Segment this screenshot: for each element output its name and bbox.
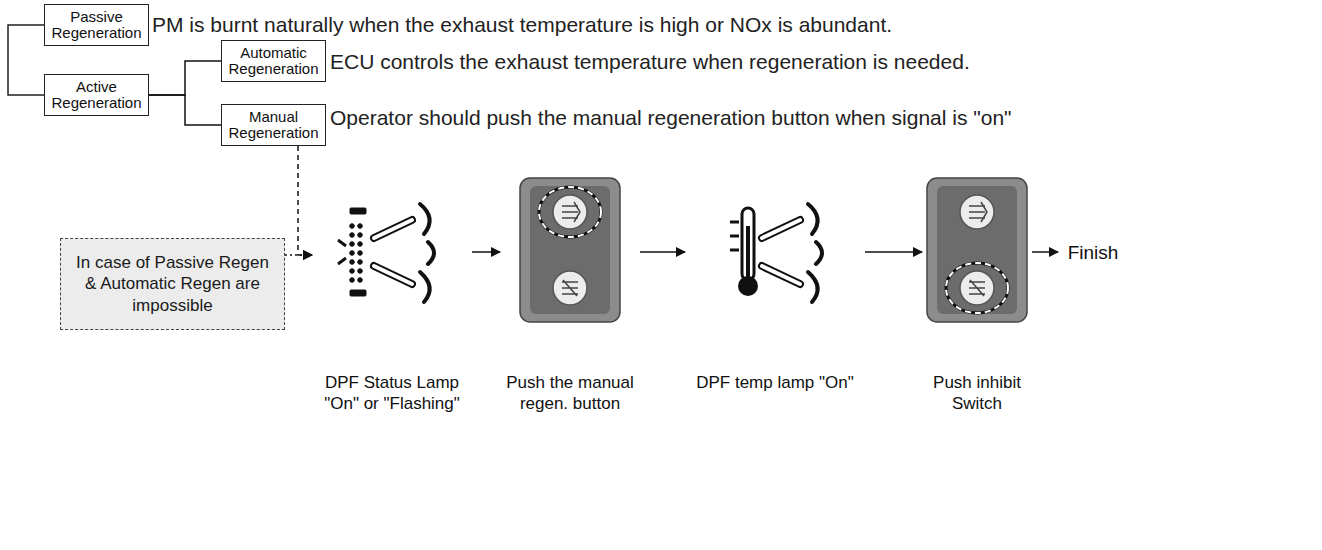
condition-box: In case of Passive Regen & Automatic Reg…: [60, 238, 285, 330]
step-node: DPF Status Lamp "On" or "Flashing": [312, 178, 472, 415]
process-box: Automatic Regeneration: [221, 40, 326, 82]
node-text: Active Regeneration: [50, 79, 143, 112]
flow-arrow: [472, 251, 500, 253]
process-box: Passive Regeneration: [44, 4, 149, 46]
node-text: Push inhibit Switch: [922, 372, 1032, 415]
tree-line: [149, 61, 221, 95]
description-text: Operator should push the manual regenera…: [330, 104, 1315, 131]
node-text: Automatic Regeneration: [227, 45, 320, 78]
tree-bracket: [8, 25, 48, 95]
node-text: Passive Regeneration: [50, 9, 143, 42]
process-box: Active Regeneration: [44, 74, 149, 116]
description-text: ECU controls the exhaust temperature whe…: [330, 48, 1315, 75]
flow-arrow: [285, 254, 312, 256]
dpf-status-lamp-icon: [338, 204, 434, 302]
end-node: Finish: [1058, 238, 1128, 268]
node-text: DPF Status Lamp "On" or "Flashing": [312, 372, 472, 415]
step-node: DPF temp lamp "On": [685, 178, 865, 393]
flow-arrow: [640, 251, 685, 253]
switch-photo: [520, 178, 620, 322]
flow-arrow: [865, 251, 922, 253]
switch-photo: [927, 178, 1027, 322]
tree-line: [149, 95, 221, 125]
node-text: DPF temp lamp "On": [685, 372, 865, 393]
description-text: PM is burnt naturally when the exhaust t…: [152, 11, 1312, 38]
step-node: Push the manual regen. button: [500, 178, 640, 415]
node-text: In case of Passive Regen & Automatic Reg…: [69, 252, 276, 316]
node-text: Manual Regeneration: [227, 109, 320, 142]
node-text: Finish: [1068, 242, 1119, 264]
flow-arrow: [298, 146, 312, 255]
flow-arrow: [1032, 251, 1058, 253]
node-text: Push the manual regen. button: [500, 372, 640, 415]
connectors: [149, 61, 1058, 255]
step-node: Push inhibit Switch: [922, 178, 1032, 415]
dpf-temp-lamp-icon: [730, 204, 822, 302]
process-box: Manual Regeneration: [221, 104, 326, 146]
